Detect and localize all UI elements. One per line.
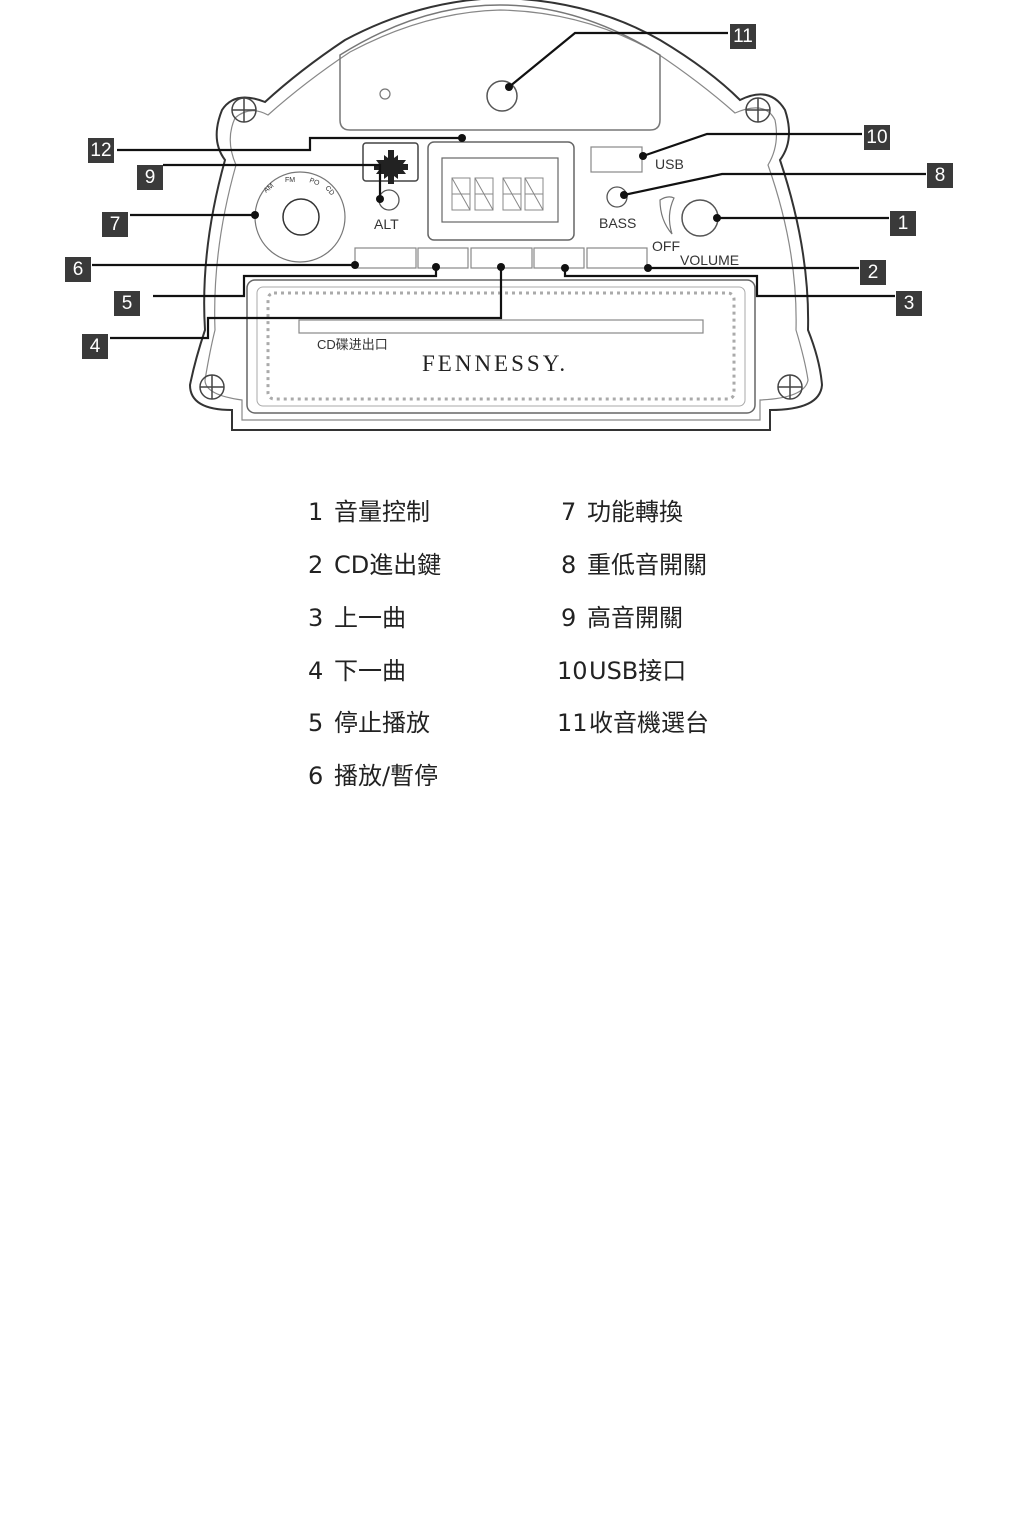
- stop-button: [417, 247, 469, 269]
- callout-1: 1: [890, 211, 916, 236]
- dial-cd: CD: [323, 185, 335, 197]
- legend-item-1: 1 音量控制: [308, 492, 430, 527]
- callout-5: 5: [114, 291, 140, 316]
- eject-button: [586, 247, 648, 269]
- tuning-knob: [486, 80, 518, 112]
- volume-label: VOLUME: [680, 252, 739, 268]
- legend-num: 6: [308, 762, 324, 790]
- cross-logo: [374, 150, 408, 184]
- usb-port: [590, 146, 643, 173]
- legend-text: 收音機選台: [589, 709, 709, 737]
- legend-item-5: 5 停止播放: [308, 703, 430, 738]
- legend-num: 9: [561, 604, 577, 632]
- play-pause-button: [354, 247, 417, 269]
- legend-item-7: 7 功能轉換: [561, 492, 683, 527]
- callout-3: 3: [896, 291, 922, 316]
- legend-num: 4: [308, 657, 324, 685]
- brand-logo: FENNESSY.: [422, 351, 568, 376]
- volume-knob: [681, 199, 719, 237]
- callout-11: 11: [730, 24, 756, 49]
- device-outline: [188, 0, 824, 431]
- callout-2: 2: [860, 260, 886, 285]
- legend-text: USB接口: [589, 657, 687, 685]
- legend-item-2: 2 CD進出鍵: [308, 545, 441, 580]
- callout-8: 8: [927, 163, 953, 188]
- legend-item-9: 9 高音開關: [561, 598, 683, 633]
- legend-text: CD進出鍵: [334, 551, 442, 579]
- device-diagram: USB BASS ALT OFF VOLUME CD碟进出口 FENNESSY.…: [92, 0, 926, 431]
- callout-12: 12: [88, 138, 114, 163]
- bass-label: BASS: [599, 215, 636, 231]
- alt-label: ALT: [374, 216, 399, 232]
- callout-9: 9: [137, 165, 163, 190]
- callout-10: 10: [864, 125, 890, 150]
- legend-text: 高音開關: [587, 604, 683, 632]
- legend-text: 播放/暫停: [334, 762, 439, 790]
- legend-num: 11: [557, 709, 588, 737]
- legend-num: 8: [561, 551, 577, 579]
- legend-text: 重低音開關: [587, 551, 707, 579]
- legend-text: 停止播放: [334, 709, 430, 737]
- usb-label: USB: [655, 156, 684, 172]
- callout-6: 6: [65, 257, 91, 282]
- callout-7: 7: [102, 212, 128, 237]
- legend-text: 下一曲: [334, 657, 406, 685]
- cd-slot-label: CD碟进出口: [317, 337, 388, 352]
- legend-item-6: 6 播放/暫停: [308, 756, 438, 791]
- legend-num: 3: [308, 604, 324, 632]
- legend-num: 10: [557, 657, 588, 685]
- dial-fm: FM: [285, 177, 295, 184]
- legend-item-4: 4 下一曲: [308, 651, 406, 686]
- leader-lines: [92, 31, 926, 340]
- legend-item-8: 8 重低音開關: [561, 545, 707, 580]
- legend-item-3: 3 上一曲: [308, 598, 406, 633]
- dial-am: AM: [263, 182, 276, 194]
- legend-num: 5: [308, 709, 324, 737]
- legend-text: 音量控制: [334, 498, 430, 526]
- callout-4: 4: [82, 334, 108, 359]
- dial-po: PO: [308, 177, 320, 187]
- legend-num: 2: [308, 551, 324, 579]
- cd-slot: [298, 319, 704, 334]
- legend-num: 7: [561, 498, 577, 526]
- function-knob: [282, 198, 320, 236]
- prev-button: [533, 247, 585, 269]
- off-label: OFF: [652, 238, 680, 254]
- legend-text: 功能轉換: [587, 498, 683, 526]
- legend-item-10: 10USB接口: [557, 651, 686, 686]
- legend-item-11: 11收音機選台: [557, 703, 709, 738]
- legend-num: 1: [308, 498, 324, 526]
- legend-text: 上一曲: [334, 604, 406, 632]
